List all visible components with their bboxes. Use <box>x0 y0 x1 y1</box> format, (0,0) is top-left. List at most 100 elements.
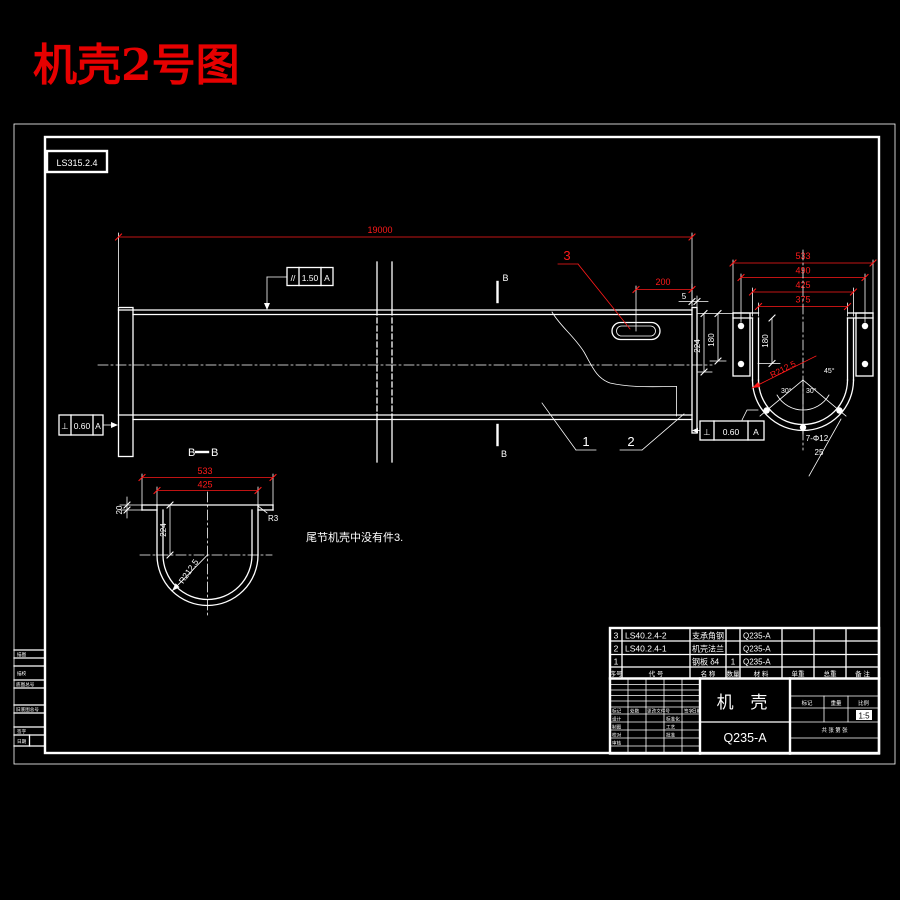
svg-text:数量: 数量 <box>727 669 741 678</box>
svg-text:A: A <box>753 427 759 437</box>
flange-hole <box>861 360 869 368</box>
bb-dim-533: 533 <box>197 466 212 476</box>
svg-text:0.60: 0.60 <box>74 421 91 431</box>
title-block-right: 标记 重量 比例 1:5 共 张 第 张 <box>789 695 880 739</box>
svg-text:LS40.2.4-1: LS40.2.4-1 <box>625 644 667 654</box>
right-end-flange <box>691 306 698 434</box>
svg-text:1: 1 <box>582 434 589 449</box>
balloon-3: 3 <box>557 248 631 330</box>
strip-label: 底图总号 <box>16 681 35 688</box>
svg-text:签字: 签字 <box>684 708 694 714</box>
svg-text:1: 1 <box>731 658 736 667</box>
svg-text:设计: 设计 <box>612 716 622 723</box>
bb-dim-425: 425 <box>197 480 212 490</box>
svg-text:审核: 审核 <box>612 740 622 747</box>
svg-text:Q235-A: Q235-A <box>743 658 771 667</box>
svg-text:处数: 处数 <box>630 708 640 715</box>
parts-row-1: 1 钢板 δ4 1 Q235-A <box>614 657 772 667</box>
svg-text:日期: 日期 <box>692 709 702 715</box>
dim-5: 5 <box>682 292 687 301</box>
scale-value: 1:5 <box>858 712 870 721</box>
svg-text:更改文件号: 更改文件号 <box>647 708 670 715</box>
svg-text:比例: 比例 <box>858 699 869 707</box>
breakout-curve <box>551 311 677 388</box>
svg-text:标记: 标记 <box>612 708 622 715</box>
svg-text:0.60: 0.60 <box>723 427 740 437</box>
strip-label: 日期 <box>17 739 27 745</box>
svg-text:LS40.2.4-2: LS40.2.4-2 <box>625 631 667 641</box>
svg-text:名 称: 名 称 <box>701 669 716 678</box>
svg-text:1.50: 1.50 <box>302 273 319 283</box>
svg-text:支承角钢: 支承角钢 <box>692 631 724 641</box>
angle-label: 45° <box>824 367 835 375</box>
svg-text:Q235-A: Q235-A <box>743 645 771 654</box>
perp-symbol: ⊥ <box>61 421 68 431</box>
strip-label: 签字 <box>17 728 27 734</box>
svg-text:3: 3 <box>563 248 570 263</box>
mid-joint <box>376 261 393 463</box>
right-flange <box>855 312 874 377</box>
parts-header-row: 序号 代 号 名 称 数量 材 料 单重 总重 备 注 <box>610 669 871 678</box>
svg-text:2: 2 <box>614 644 619 654</box>
holes-callout: 7-Φ12 <box>806 434 829 443</box>
section-letter-bottom: B <box>501 449 507 459</box>
section-letter-top: B <box>503 273 509 283</box>
drawing-frame: LS315.2.4 <box>13 123 896 765</box>
svg-text:机壳法兰: 机壳法兰 <box>692 644 724 654</box>
drawing-note: 尾节机壳中没有件3. <box>306 530 403 544</box>
bb-dim-224: 224 <box>159 523 168 537</box>
flange-hole <box>737 360 745 368</box>
left-flange <box>732 312 751 377</box>
section-b-marks: B B <box>496 273 509 459</box>
length-dim: 19000 <box>367 225 392 235</box>
parallelism-frame: // 1.50 A <box>264 266 334 310</box>
dim-224: 224 <box>693 339 702 353</box>
end-view: 533 490 425 375 45 <box>692 249 877 477</box>
flange-hole <box>737 322 745 330</box>
svg-text:序号: 序号 <box>610 669 624 678</box>
perpendicularity-frame-end: ⊥ 0.60 A <box>692 420 765 441</box>
dim-200: 200 <box>655 277 670 287</box>
parts-row-3: 3 LS40.2.4-2 支承角钢 Q235-A <box>614 631 772 641</box>
bb-label-right: B <box>211 447 218 459</box>
svg-text:批准: 批准 <box>666 732 676 739</box>
bb-dim-20: 20 <box>115 505 124 514</box>
svg-text:单重: 单重 <box>792 669 806 678</box>
perp-symbol: ⊥ <box>703 427 710 437</box>
svg-text:A: A <box>95 421 101 431</box>
svg-text:1: 1 <box>614 657 619 667</box>
material-grade: Q235-A <box>723 731 767 745</box>
strip-label: 描校 <box>17 670 27 677</box>
svg-text:制图: 制图 <box>612 724 622 731</box>
strip-label: 描图 <box>17 651 27 658</box>
strip-label: 旧底图总号 <box>16 706 39 713</box>
svg-text:3: 3 <box>614 631 619 641</box>
main-view: 19000 B B <box>58 225 713 463</box>
svg-text:代 号: 代 号 <box>649 669 664 678</box>
parallel-symbol: // <box>291 273 296 283</box>
dim-180-inner: 180 <box>761 334 770 348</box>
section-bb-view: B B 533 425 224 R212.5 20 <box>115 447 279 619</box>
dim-180-left: 180 <box>707 333 716 347</box>
left-end-plate <box>117 306 134 458</box>
parts-row-2: 2 LS40.2.4-1 机壳法兰 Q235-A <box>614 644 772 654</box>
svg-text:总重: 总重 <box>824 669 838 678</box>
sheets-label: 共 张 第 张 <box>821 726 848 734</box>
bb-radius: R212.5 <box>177 557 201 585</box>
page-title: 机壳2号图 <box>33 40 240 91</box>
perpendicularity-frame-left: ⊥ 0.60 A <box>58 414 118 436</box>
parts-table: 3 LS40.2.4-2 支承角钢 Q235-A 2 LS40.2.4-1 机壳… <box>608 626 881 755</box>
bb-label-left: B <box>188 447 195 459</box>
svg-text:Q235-A: Q235-A <box>743 632 771 641</box>
svg-text:2: 2 <box>627 434 634 449</box>
balloon-2: 2 <box>619 413 685 451</box>
svg-text:工艺: 工艺 <box>666 725 676 730</box>
roughness-icon <box>741 409 759 421</box>
svg-text:钢板 δ4: 钢板 δ4 <box>692 657 720 667</box>
title-block: 标记 处数 更改文件号 签字 日期 设计 制图 校对 审核 标准化 工艺 批准 … <box>609 677 880 755</box>
left-ancillary-strip: 描图 描校 底图总号 旧底图总号 签字 日期 <box>13 649 46 747</box>
scale-highlight <box>856 710 872 720</box>
svg-text:重量: 重量 <box>831 699 842 707</box>
holes-callout-sub: 25 <box>815 448 824 457</box>
